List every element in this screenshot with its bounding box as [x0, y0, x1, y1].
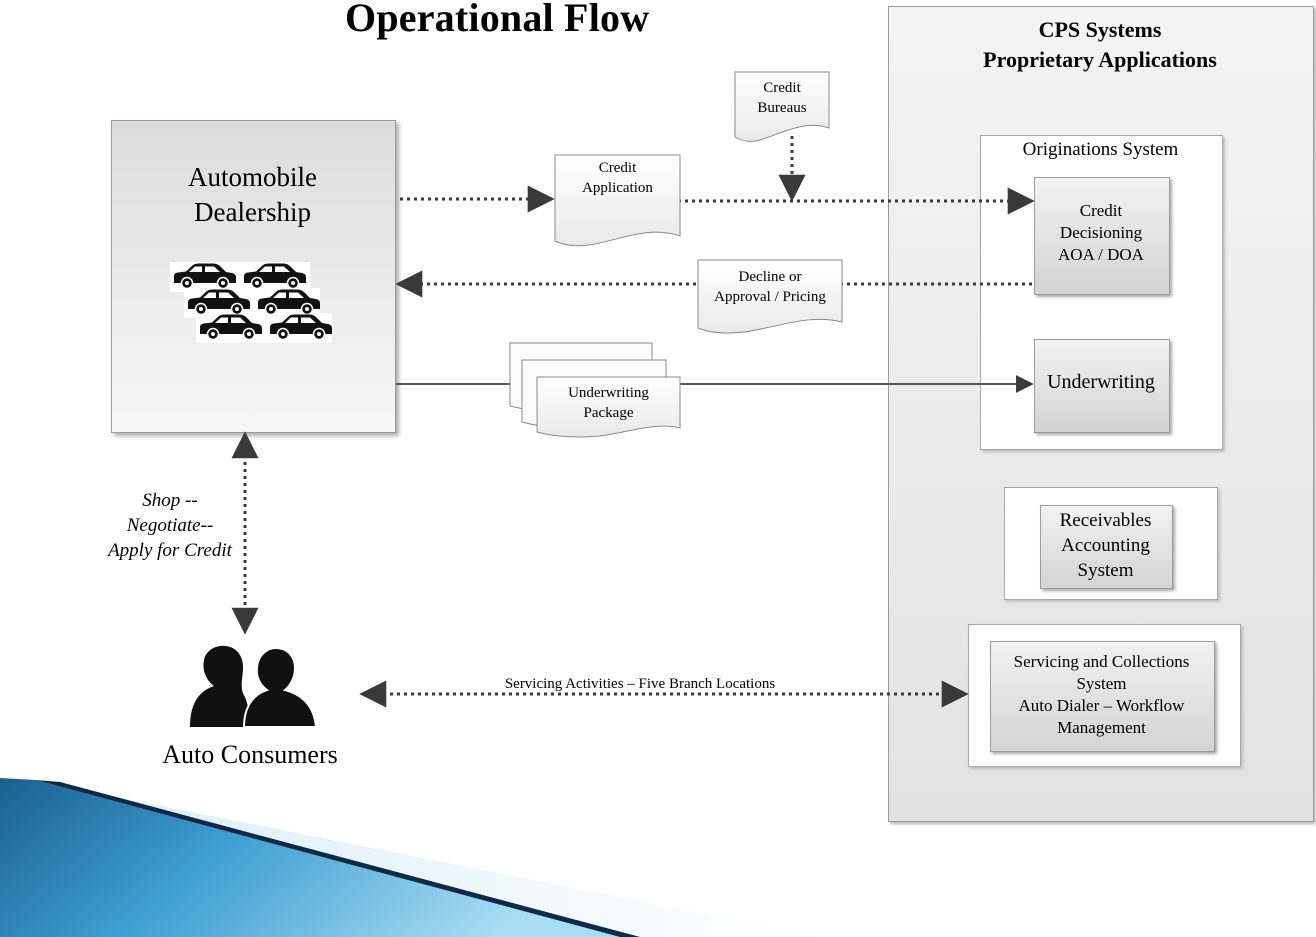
dealership-line2: Dealership: [194, 197, 311, 227]
underwriting-package-line1: Underwriting: [568, 385, 649, 401]
originations-system-label: Originations System: [1022, 139, 1179, 160]
dealership-label: Automobile Dealership: [111, 160, 394, 230]
servicing-line4: Management: [1057, 718, 1146, 737]
servicing-line3: Auto Dialer – Workflow: [1018, 696, 1185, 715]
decline-approval-document: [697, 259, 843, 334]
credit-bureaus-line1: Credit: [763, 80, 801, 96]
credit-application-line1: Credit: [598, 160, 637, 176]
underwriting-box: [1034, 339, 1170, 433]
receivables-box: [1040, 505, 1173, 589]
credit-application-line2: Application: [582, 180, 653, 196]
receivables-line1: Receivables: [1059, 510, 1152, 531]
credit-decisioning-box: [1034, 177, 1170, 295]
people-icon: [190, 645, 318, 728]
shop-line1: Shop --: [142, 490, 198, 511]
credit-bureaus-document: [734, 71, 830, 142]
receivables-label: Receivables Accounting System: [1040, 508, 1171, 583]
credit-decisioning-label: Credit Decisioning AOA / DOA: [1034, 200, 1168, 266]
receivables-line2: Accounting: [1061, 535, 1150, 556]
underwriting-package-label: Underwriting Package: [537, 383, 680, 423]
credit-application-document: [554, 154, 681, 247]
cps-title-line2: Proprietary Applications: [983, 47, 1217, 72]
servicing-label: Servicing and Collections System Auto Di…: [990, 651, 1213, 739]
servicing-activities-label: Servicing Activities – Five Branch Locat…: [504, 676, 776, 692]
cps-panel-title: CPS Systems Proprietary Applications: [888, 15, 1312, 75]
underwriting-label: Underwriting: [1047, 371, 1155, 393]
credit-bureaus-label: Credit Bureaus: [735, 78, 829, 118]
shop-line2: Negotiate--: [126, 515, 214, 536]
credit-decisioning-line3: AOA / DOA: [1058, 245, 1144, 264]
cps-title-line1: CPS Systems: [1038, 17, 1162, 42]
dealership-line1: Automobile: [188, 162, 317, 192]
credit-decisioning-line1: Credit: [1079, 201, 1123, 220]
servicing-line2: System: [1076, 674, 1127, 693]
car-fleet-image: [170, 262, 333, 343]
servicing-box: [990, 641, 1215, 752]
servicing-line1: Servicing and Collections: [1013, 652, 1190, 671]
credit-application-label: Credit Application: [555, 158, 680, 198]
page-title: Operational Flow: [345, 0, 650, 40]
decline-approval-label: Decline or Approval / Pricing: [698, 267, 842, 307]
credit-decisioning-line2: Decisioning: [1059, 223, 1143, 242]
auto-consumers-label: Auto Consumers: [162, 740, 338, 769]
credit-bureaus-line2: Bureaus: [757, 100, 807, 116]
receivables-line3: System: [1077, 560, 1134, 581]
decline-approval-line2: Approval / Pricing: [714, 289, 826, 305]
underwriting-package-document: [509, 342, 681, 438]
shop-line3: Apply for Credit: [108, 540, 232, 561]
underwriting-package-line2: Package: [583, 405, 634, 421]
shop-negotiate-label: Shop -- Negotiate-- Apply for Credit: [80, 488, 260, 563]
decline-approval-line1: Decline or: [738, 269, 802, 285]
